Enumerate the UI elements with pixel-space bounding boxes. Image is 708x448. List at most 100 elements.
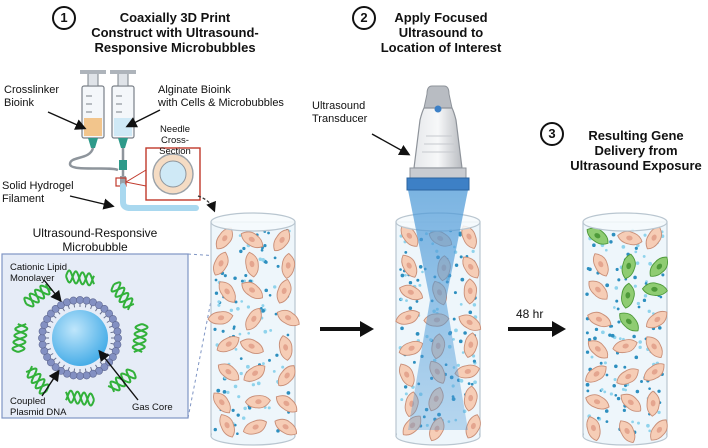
cell (612, 339, 638, 354)
microbubble-dot (261, 258, 265, 262)
cell (586, 416, 601, 442)
cell (587, 340, 609, 359)
step-3-title-line: Delivery from (594, 143, 678, 158)
cell (242, 419, 268, 435)
lipid-head (113, 340, 122, 349)
needle-label-line: Cross-Section (159, 135, 191, 157)
microbubble-pointer (41, 369, 60, 397)
cell (240, 231, 264, 249)
microbubble-dot (610, 333, 615, 338)
microbubble-dot (623, 365, 627, 369)
lipid-head (82, 296, 91, 305)
microbubble-dot (586, 389, 590, 393)
crosslinker-label-line: Crosslinker (4, 84, 60, 96)
microbubble-dot (240, 279, 244, 283)
microbubble-dot (232, 327, 236, 330)
lipid-head (100, 304, 109, 313)
microbubble-dot (592, 243, 596, 248)
microbubble-dot (246, 305, 251, 309)
lipid-head (51, 304, 60, 313)
microbubble-dot (613, 306, 616, 309)
microbubble-dot (635, 389, 640, 394)
filament-label: Solid Hydrogel Filament (2, 180, 74, 206)
microbubble-dot (609, 392, 613, 396)
cell (245, 251, 259, 278)
microbubble-dot (216, 388, 221, 393)
microbubble-dot (245, 364, 250, 369)
cell (276, 309, 300, 327)
microbubble-dot (611, 232, 616, 237)
microbubble-dot (261, 362, 265, 366)
microbubble-dot (585, 382, 590, 387)
cell (207, 311, 234, 325)
lipid-label-line: Monolayer (10, 273, 55, 284)
cell (585, 394, 610, 410)
needle-label-line: Needle (159, 124, 191, 135)
alginate-label-line: Alginate Bioink (158, 84, 231, 96)
microbubble-dot (467, 382, 471, 386)
microbubble-dot (637, 305, 641, 309)
microbubble-dot (614, 286, 619, 290)
alginate-label-line: with Cells & Microbubbles (158, 97, 284, 109)
microbubble-dot (638, 345, 642, 349)
microbubble-dot (251, 383, 256, 387)
microbubble-dot (599, 361, 603, 365)
microbubble-dot (585, 350, 590, 354)
lipid-head (69, 371, 78, 380)
cell (462, 256, 480, 279)
microbubble-dot (399, 268, 402, 271)
microbubble-illustration (11, 269, 149, 407)
microbubble-dot (234, 300, 238, 304)
microbubble-dot (400, 326, 404, 331)
step-2-title-line: Ultrasound to (398, 25, 484, 40)
lipid-head (43, 315, 51, 323)
step-1-number: 1 (52, 6, 76, 30)
lipid-head (46, 358, 55, 367)
microbubble-dot (648, 387, 651, 390)
microbubble-title: Ultrasound-Responsive Microbubble (2, 226, 188, 254)
microbubble-dot (261, 309, 265, 313)
microbubble-dot (472, 359, 476, 363)
lipid-head (76, 372, 84, 380)
microbubble-dot (648, 261, 652, 266)
lipid-head (40, 347, 49, 355)
microbubble-dot (596, 416, 600, 420)
plasmid-label-line: Coupled (10, 396, 46, 407)
cell (401, 254, 418, 278)
microbubble-dot (268, 358, 271, 362)
microbubble-dot (644, 282, 648, 285)
step-1-title-line: Coaxially 3D Print (119, 10, 231, 25)
microbubble-dot (600, 388, 604, 391)
lipid-head (76, 296, 84, 304)
microbubble-dot (612, 384, 616, 388)
cell (616, 368, 639, 385)
microbubble-dot (605, 420, 609, 424)
cell (398, 340, 424, 356)
lipid-label-line: Cationic Lipid (10, 262, 68, 273)
plasmid-dna-strand (23, 283, 53, 308)
cell (465, 414, 481, 439)
cell (643, 363, 665, 381)
step-3-title: Resulting Gene Delivery from Ultrasound … (566, 128, 706, 173)
microbubble-dot (418, 283, 422, 287)
microbubble-dot (471, 354, 476, 358)
microbubble-dot (661, 273, 665, 277)
microbubble-dot (585, 292, 589, 296)
microbubble-dot (642, 254, 646, 258)
microbubble-dot (223, 274, 227, 278)
microbubble-dot (239, 249, 243, 254)
microbubble-dot (618, 337, 622, 341)
microbubble-dot (226, 390, 230, 395)
microbubble-dot (605, 283, 610, 288)
microbubble-dot (418, 264, 423, 269)
microbubble-dot (640, 380, 643, 383)
microbubble-dot (636, 301, 641, 306)
label-pointers (47, 109, 411, 210)
microbubble-dot (471, 249, 475, 253)
microbubble-dot (461, 351, 465, 354)
microbubble-dot (632, 334, 636, 339)
microbubble-dot (459, 255, 463, 259)
microbubble-dot (400, 297, 403, 301)
microbubble-dot (659, 295, 663, 299)
cell (458, 314, 482, 331)
